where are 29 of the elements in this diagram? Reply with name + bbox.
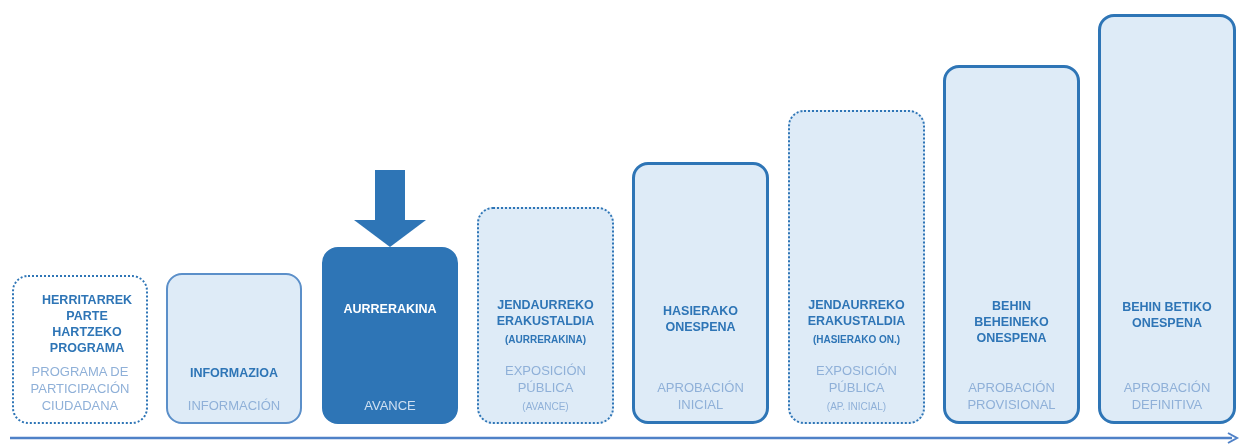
stage-title: JENDAURREKO ERAKUSTALDIA [806, 297, 907, 329]
stage-title: HASIERAKO ONESPENA [662, 303, 739, 335]
stage-subtitle: EXPOSICIÓN PÚBLICA [504, 362, 587, 396]
stage-box [1098, 14, 1236, 424]
pointer-arrow [354, 170, 426, 247]
stage-subnote: (AP. INICIAL) [826, 400, 887, 414]
dotted-stage-box [477, 207, 614, 424]
stage-note: (AURRERAKINA) [504, 333, 587, 347]
stage-subnote: (AVANCE) [522, 400, 569, 414]
stage-subtitle: AVANCE [364, 397, 416, 414]
stage-note: (HASIERAKO ON.) [812, 333, 901, 347]
stage-title: INFORMAZIOA [189, 365, 279, 381]
stage-title: HERRITARREK PARTE HARTZEKO PROGRAMA [42, 292, 133, 356]
stage-title: BEHIN BEHEINEKO ONESPENA [973, 298, 1050, 346]
stage-subtitle: INFORMACIÓN [187, 397, 281, 414]
stage-title: JENDAURREKO ERAKUSTALDIA [495, 297, 596, 329]
stage-title: BEHIN BETIKO ONESPENA [1121, 299, 1213, 331]
dotted-stage-box [12, 275, 148, 424]
stage-subtitle: APROBACIÓN INICIAL [656, 379, 745, 413]
stage-title: AURRERAKINA [343, 301, 437, 317]
stage-subtitle: PROGRAMA DE PARTICIPACIÓN CIUDADANA [29, 363, 131, 414]
stage-subtitle: APROBACIÓN PROVISIONAL [966, 379, 1057, 413]
stage-box [943, 65, 1080, 424]
stage-box [322, 247, 458, 424]
stage-box [166, 273, 302, 424]
stage-subtitle: EXPOSICIÓN PÚBLICA [815, 362, 898, 396]
dotted-stage-box [788, 110, 925, 424]
stage-subtitle: APROBACIÓN DEFINITIVA [1122, 379, 1212, 413]
stage-box [632, 162, 769, 424]
